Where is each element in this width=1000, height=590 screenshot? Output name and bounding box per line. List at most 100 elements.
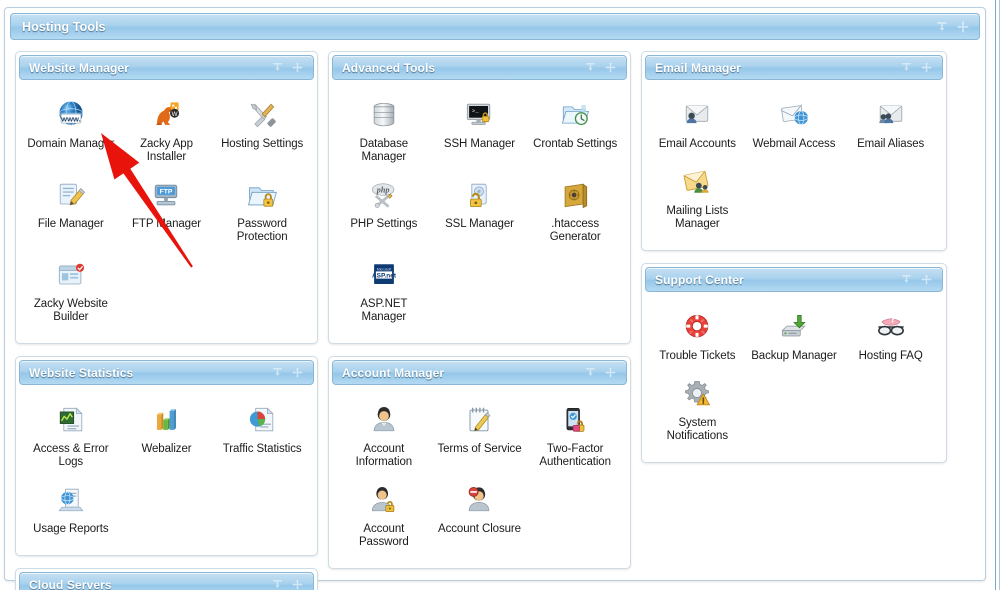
move-icon[interactable]: [957, 20, 969, 33]
tool-account-closure[interactable]: Account Closure: [432, 475, 528, 555]
panel-header-controls: [272, 367, 313, 378]
tool-ssh-manager[interactable]: >_ SSH Manager: [432, 90, 528, 170]
tool-htaccess-generator[interactable]: .htaccess Generator: [527, 170, 623, 250]
tool-domain-manager[interactable]: www. Domain Manager: [23, 90, 119, 170]
tool-ftp-manager[interactable]: FTP FTP Manager: [119, 170, 215, 250]
envelope-globe-icon: [772, 95, 816, 135]
terminal-monitor-icon: >_: [457, 95, 501, 135]
move-icon[interactable]: [292, 62, 303, 73]
panel-header-controls: [272, 579, 313, 590]
tool-email-aliases[interactable]: Email Aliases: [842, 90, 939, 157]
panel-header-controls: [901, 62, 942, 73]
panel-header-account-manager: Account Manager: [332, 360, 627, 385]
tool-terms-of-service[interactable]: Terms of Service: [432, 395, 528, 475]
move-icon[interactable]: [605, 367, 616, 378]
move-icon[interactable]: [921, 62, 932, 73]
panel-header-support-center: Support Center: [645, 267, 943, 292]
collapse-icon[interactable]: [272, 579, 283, 590]
tool-zacky-app-installer[interactable]: W Zacky App Installer: [119, 90, 215, 170]
panel-body-account-manager: Account Information Terms of Service Two…: [332, 385, 627, 565]
tool-email-accounts[interactable]: Email Accounts: [649, 90, 746, 157]
database-cylinder-icon: [362, 95, 406, 135]
tool-backup-manager[interactable]: Backup Manager: [746, 302, 843, 369]
drive-download-icon: [772, 307, 816, 347]
globe-report-icon: [49, 480, 93, 520]
tool-php-settings[interactable]: php PHP Settings: [336, 170, 432, 250]
gear-warning-icon: [675, 374, 719, 414]
folder-clock-icon: [553, 95, 597, 135]
tool-label: File Manager: [37, 218, 104, 230]
tool-access-error-logs[interactable]: Access & Error Logs: [23, 395, 119, 475]
tool-account-password[interactable]: Account Password: [336, 475, 432, 555]
panel-website-manager: Website Manager www. Domain Manager W Za…: [15, 51, 318, 344]
collapse-icon[interactable]: [585, 62, 596, 73]
tool-label: Account Password: [358, 523, 409, 548]
ftp-folder-icon: FTP: [144, 175, 188, 215]
tool-grid: Trouble Tickets Backup Manager ? Hosting…: [649, 302, 939, 449]
column-2: Advanced Tools Database Manager >_ SSH M…: [328, 51, 631, 569]
aspnet-icon: Microsoft ASP.net: [362, 255, 406, 295]
tool-label: SSL Manager: [445, 218, 514, 230]
user-icon: [362, 400, 406, 440]
safe-vault-icon: [553, 175, 597, 215]
tool-label: Webmail Access: [752, 138, 836, 150]
tool-label: PHP Settings: [350, 218, 418, 230]
tool-grid: Email Accounts Webmail Access Email Alia…: [649, 90, 939, 237]
svg-text:FTP: FTP: [160, 189, 173, 196]
tool-label: Terms of Service: [437, 443, 522, 455]
column-1: Website Manager www. Domain Manager W Za…: [15, 51, 318, 590]
move-icon[interactable]: [292, 579, 303, 590]
tool-label: FTP Manager: [131, 218, 201, 230]
move-icon[interactable]: [921, 274, 932, 285]
tool-label: Email Accounts: [658, 138, 736, 150]
tool-hosting-faq[interactable]: ? Hosting FAQ: [842, 302, 939, 369]
collapse-icon[interactable]: [901, 62, 912, 73]
tool-label: SSH Manager: [443, 138, 516, 150]
tool-system-notifications[interactable]: System Notifications: [649, 369, 746, 449]
tool-usage-reports[interactable]: Usage Reports: [23, 475, 119, 542]
panel-columns: Website Manager www. Domain Manager W Za…: [15, 51, 975, 590]
user-lock-icon: [362, 480, 406, 520]
move-icon[interactable]: [292, 367, 303, 378]
tool-file-manager[interactable]: File Manager: [23, 170, 119, 250]
panel-body-email-manager: Email Accounts Webmail Access Email Alia…: [645, 80, 943, 247]
user-block-icon: [457, 480, 501, 520]
tool-mailing-lists-manager[interactable]: Mailing Lists Manager: [649, 157, 746, 237]
tool-password-protection[interactable]: Password Protection: [214, 170, 310, 250]
hosting-tools-window: Hosting Tools Websi: [4, 7, 986, 590]
tool-asp-net-manager[interactable]: Microsoft ASP.net ASP.NET Manager: [336, 250, 432, 330]
column-3: Email Manager Email Accounts Webmail Acc…: [641, 51, 947, 463]
tool-hosting-settings[interactable]: Hosting Settings: [214, 90, 310, 170]
collapse-icon[interactable]: [585, 367, 596, 378]
tool-database-manager[interactable]: Database Manager: [336, 90, 432, 170]
window-header-controls: [936, 20, 979, 33]
collapse-icon[interactable]: [936, 21, 948, 33]
tool-webmail-access[interactable]: Webmail Access: [746, 90, 843, 157]
tool-label: Two-Factor Authentication: [539, 443, 611, 468]
bar-chart-icon: [144, 400, 188, 440]
panel-header-advanced-tools: Advanced Tools: [332, 55, 627, 80]
tool-account-information[interactable]: Account Information: [336, 395, 432, 475]
tool-ssl-manager[interactable]: SSL Manager: [432, 170, 528, 250]
tool-zacky-website-builder[interactable]: Zacky Website Builder: [23, 250, 119, 330]
collapse-icon[interactable]: [901, 274, 912, 285]
tool-grid: www. Domain Manager W Zacky App Installe…: [23, 90, 310, 330]
tool-crontab-settings[interactable]: Crontab Settings: [527, 90, 623, 170]
collapse-icon[interactable]: [272, 367, 283, 378]
window-title: Hosting Tools: [22, 19, 106, 34]
tool-two-factor-authentication[interactable]: Two-Factor Authentication: [527, 395, 623, 475]
panel-support-center: Support Center Trouble Tickets Backup Ma…: [641, 263, 947, 463]
panel-header-controls: [585, 367, 626, 378]
tool-trouble-tickets[interactable]: Trouble Tickets: [649, 302, 746, 369]
move-icon[interactable]: [605, 62, 616, 73]
panel-title: Advanced Tools: [342, 60, 436, 75]
folder-lock-icon: [240, 175, 284, 215]
svg-text:?: ?: [889, 315, 895, 326]
log-chart-document-icon: [49, 400, 93, 440]
tool-traffic-statistics[interactable]: Traffic Statistics: [214, 395, 310, 475]
svg-text:Microsoft: Microsoft: [377, 268, 392, 272]
collapse-icon[interactable]: [272, 62, 283, 73]
tool-label: Database Manager: [359, 138, 409, 163]
tool-webalizer[interactable]: Webalizer: [119, 395, 215, 475]
